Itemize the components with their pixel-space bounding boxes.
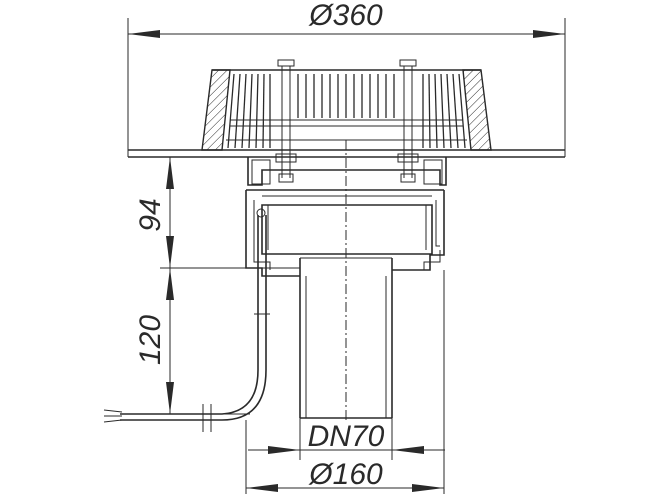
left-bolt	[275, 59, 297, 183]
dimension-upper-height-label: 94	[134, 198, 167, 231]
dimension-heights: 94 120	[134, 156, 300, 415]
dimension-inner-width: DN70	[248, 418, 445, 460]
heating-cable	[103, 215, 270, 432]
grating-slats	[227, 73, 466, 149]
gravel-guard	[201, 69, 492, 151]
dimension-lower-height-label: 120	[134, 315, 167, 365]
dimension-top-width-label: Ø360	[308, 0, 383, 32]
dimension-outer-width-label: Ø160	[308, 458, 383, 491]
dimension-top-width: Ø360	[127, 0, 566, 152]
right-bolt	[397, 59, 419, 183]
dimension-inner-width-label: DN70	[308, 420, 385, 453]
dimension-outer-width: Ø160	[245, 270, 445, 494]
